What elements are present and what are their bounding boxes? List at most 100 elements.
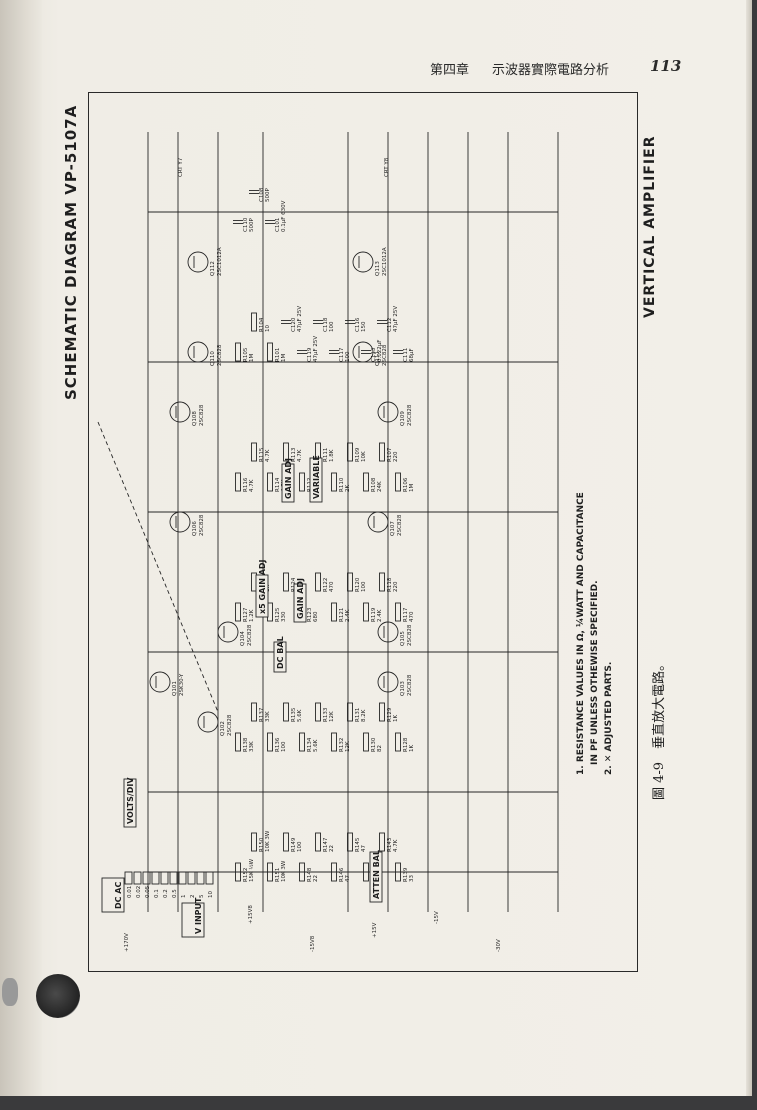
switch-contact <box>187 871 196 885</box>
transistor-ref: Q103 <box>400 681 406 696</box>
component-ref: R143 <box>387 837 393 852</box>
resistor-symbol <box>235 862 241 882</box>
component-ref: C119 <box>307 347 313 362</box>
transistor-ref: Q108 <box>192 411 198 426</box>
component-value: 4.7K <box>249 479 255 492</box>
resistor-symbol <box>363 472 369 492</box>
component-value: 47 <box>361 845 367 852</box>
component-ref: R138 <box>243 737 249 752</box>
component-ref: C117 <box>339 347 345 362</box>
component-ref: R127 <box>243 607 249 622</box>
switch-contact <box>151 871 160 885</box>
component-ref: C118 <box>323 317 329 332</box>
component-value: 22 <box>313 875 319 882</box>
transistor-type: 2SC828 <box>247 624 253 646</box>
component-ref: R116 <box>243 477 249 492</box>
transistor-symbol <box>187 251 209 273</box>
box-label: x5 GAIN ADJ <box>258 559 267 614</box>
component-ref: R132 <box>339 738 345 752</box>
component-value: 47µF 25V <box>313 336 319 362</box>
resistor-symbol <box>347 832 353 852</box>
transistor-symbol <box>169 511 191 533</box>
transistor-symbol <box>187 341 209 363</box>
transistor-type: 2SC828 <box>407 404 413 426</box>
component-ref: R117 <box>403 607 409 622</box>
component-ref: R145 <box>355 837 361 852</box>
resistor-symbol <box>395 862 401 882</box>
resistor-symbol <box>363 602 369 622</box>
component-value: 1M <box>281 354 287 362</box>
component-ref: R107 <box>387 447 393 462</box>
switch-position-label: 0.05 <box>145 885 151 898</box>
component-ref: R146 <box>339 867 345 882</box>
schematic-subtitle: VERTICAL AMPLIFIER <box>642 135 658 319</box>
switch-contact <box>133 871 142 885</box>
supply-rail-label: +15V8 <box>248 905 254 924</box>
component-value: 4.7K <box>393 839 399 852</box>
component-value: 2.4K <box>345 609 351 622</box>
schematic-title: SCHEMATIC DIAGRAM VP-5107A <box>62 104 80 400</box>
component-value: 0.022µF <box>377 340 383 362</box>
switch-contact <box>124 871 133 885</box>
component-value: 100 <box>281 741 287 752</box>
resistor-symbol <box>379 832 385 852</box>
component-value: 5.6K <box>297 709 303 722</box>
transistor-type: 2SC828 <box>217 344 223 366</box>
switch-position-label: 0.01 <box>127 886 133 898</box>
supply-rail-label: -15V8 <box>310 935 316 952</box>
resistor-symbol <box>379 702 385 722</box>
component-ref: R133 <box>323 707 329 722</box>
box-label: V INPUT <box>194 897 203 934</box>
resistor-symbol <box>299 862 305 882</box>
component-ref: R106 <box>403 477 409 492</box>
component-value: 220 <box>393 581 399 592</box>
schematic-frame <box>88 92 638 972</box>
transistor-symbol <box>217 621 239 643</box>
component-ref: R115 <box>259 447 265 462</box>
crt-output-label: CRT Y7 <box>178 157 184 177</box>
transistor-type: 2SC828 <box>227 714 233 736</box>
component-value: 1.2K <box>249 609 255 622</box>
transistor-type: 2SC828 <box>382 344 388 366</box>
component-ref: R104 <box>259 317 265 332</box>
component-ref: R119 <box>371 607 377 622</box>
schematic-notes: 1. RESISTANCE VALUES IN Ω, ¼WATT AND CAP… <box>574 492 616 775</box>
transistor-ref: Q110 <box>210 351 216 366</box>
component-ref: C110 <box>243 217 249 232</box>
component-ref: C108 <box>259 187 265 202</box>
component-value: 1.8K <box>329 449 335 462</box>
resistor-symbol <box>267 342 273 362</box>
transistor-type: 2SC828 <box>199 404 205 426</box>
component-value: 0.1µF 630V <box>281 200 287 232</box>
resistor-symbol <box>251 832 257 852</box>
box-label: GAIN ADJ <box>284 458 293 499</box>
resistor-symbol <box>315 572 321 592</box>
resistor-symbol <box>379 442 385 462</box>
component-value: 470 <box>329 581 335 592</box>
component-value: 2.4K <box>377 609 383 622</box>
component-value: 2K <box>345 485 351 492</box>
resistor-symbol <box>363 732 369 752</box>
component-value: 100 <box>361 581 367 592</box>
switch-contact <box>196 871 205 885</box>
transistor-ref: Q104 <box>240 631 246 646</box>
transistor-symbol <box>149 671 171 693</box>
resistor-symbol <box>283 572 289 592</box>
transistor-symbol <box>197 711 219 733</box>
transistor-ref: Q113 <box>375 261 381 276</box>
page-spine-shadow <box>0 0 42 1096</box>
component-ref: R108 <box>371 477 377 492</box>
resistor-symbol <box>347 442 353 462</box>
supply-rail-label: +15V <box>372 922 378 938</box>
component-value: 10 <box>265 325 271 332</box>
transistor-symbol <box>352 251 374 273</box>
transistor-symbol <box>377 671 399 693</box>
component-ref: R139 <box>403 867 409 882</box>
component-ref: R109 <box>355 447 361 462</box>
transistor-type: 2SC828 <box>407 624 413 646</box>
transistor-symbol <box>377 621 399 643</box>
component-ref: R118 <box>387 577 393 592</box>
switch-contact <box>205 871 214 885</box>
chapter-label: 第四章 <box>430 63 470 78</box>
